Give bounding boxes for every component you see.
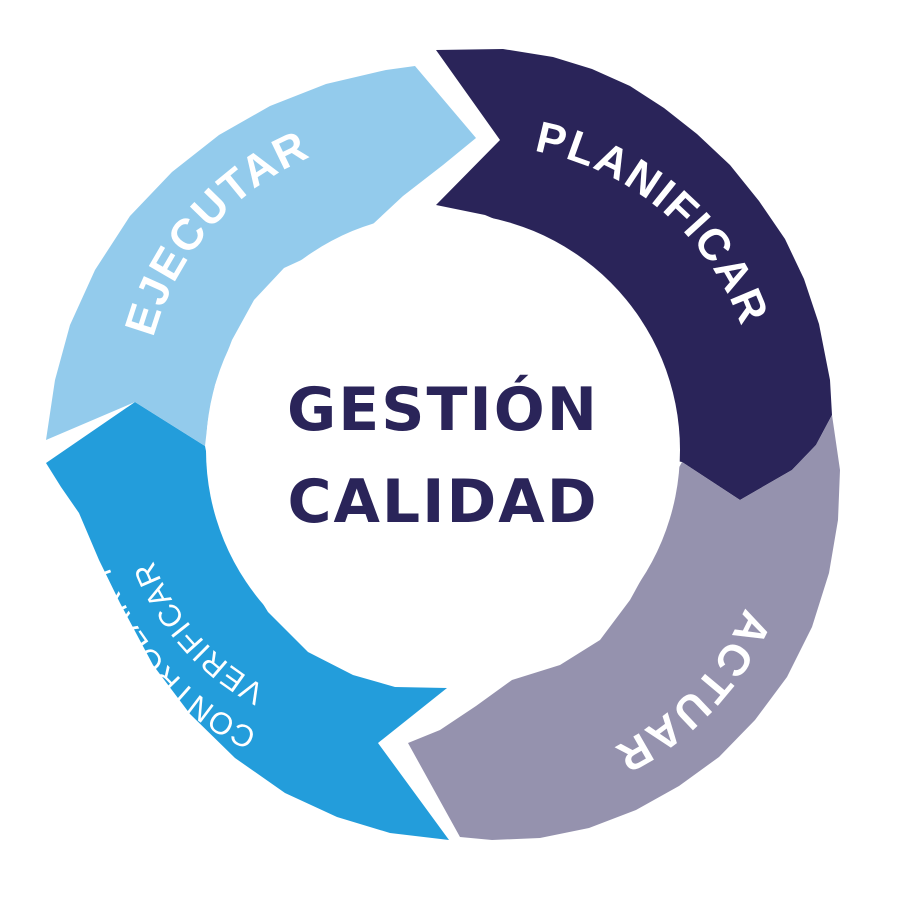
segment-ejecutar-arrow xyxy=(46,66,476,446)
segment-actuar-arrow xyxy=(408,415,840,840)
segment-planificar-arrow xyxy=(436,49,832,500)
center-title-line2: CALIDAD xyxy=(287,467,598,537)
center-title-line1: GESTIÓN xyxy=(287,374,599,445)
center-circle xyxy=(206,213,680,687)
segment-controlar-arrow xyxy=(46,402,449,840)
